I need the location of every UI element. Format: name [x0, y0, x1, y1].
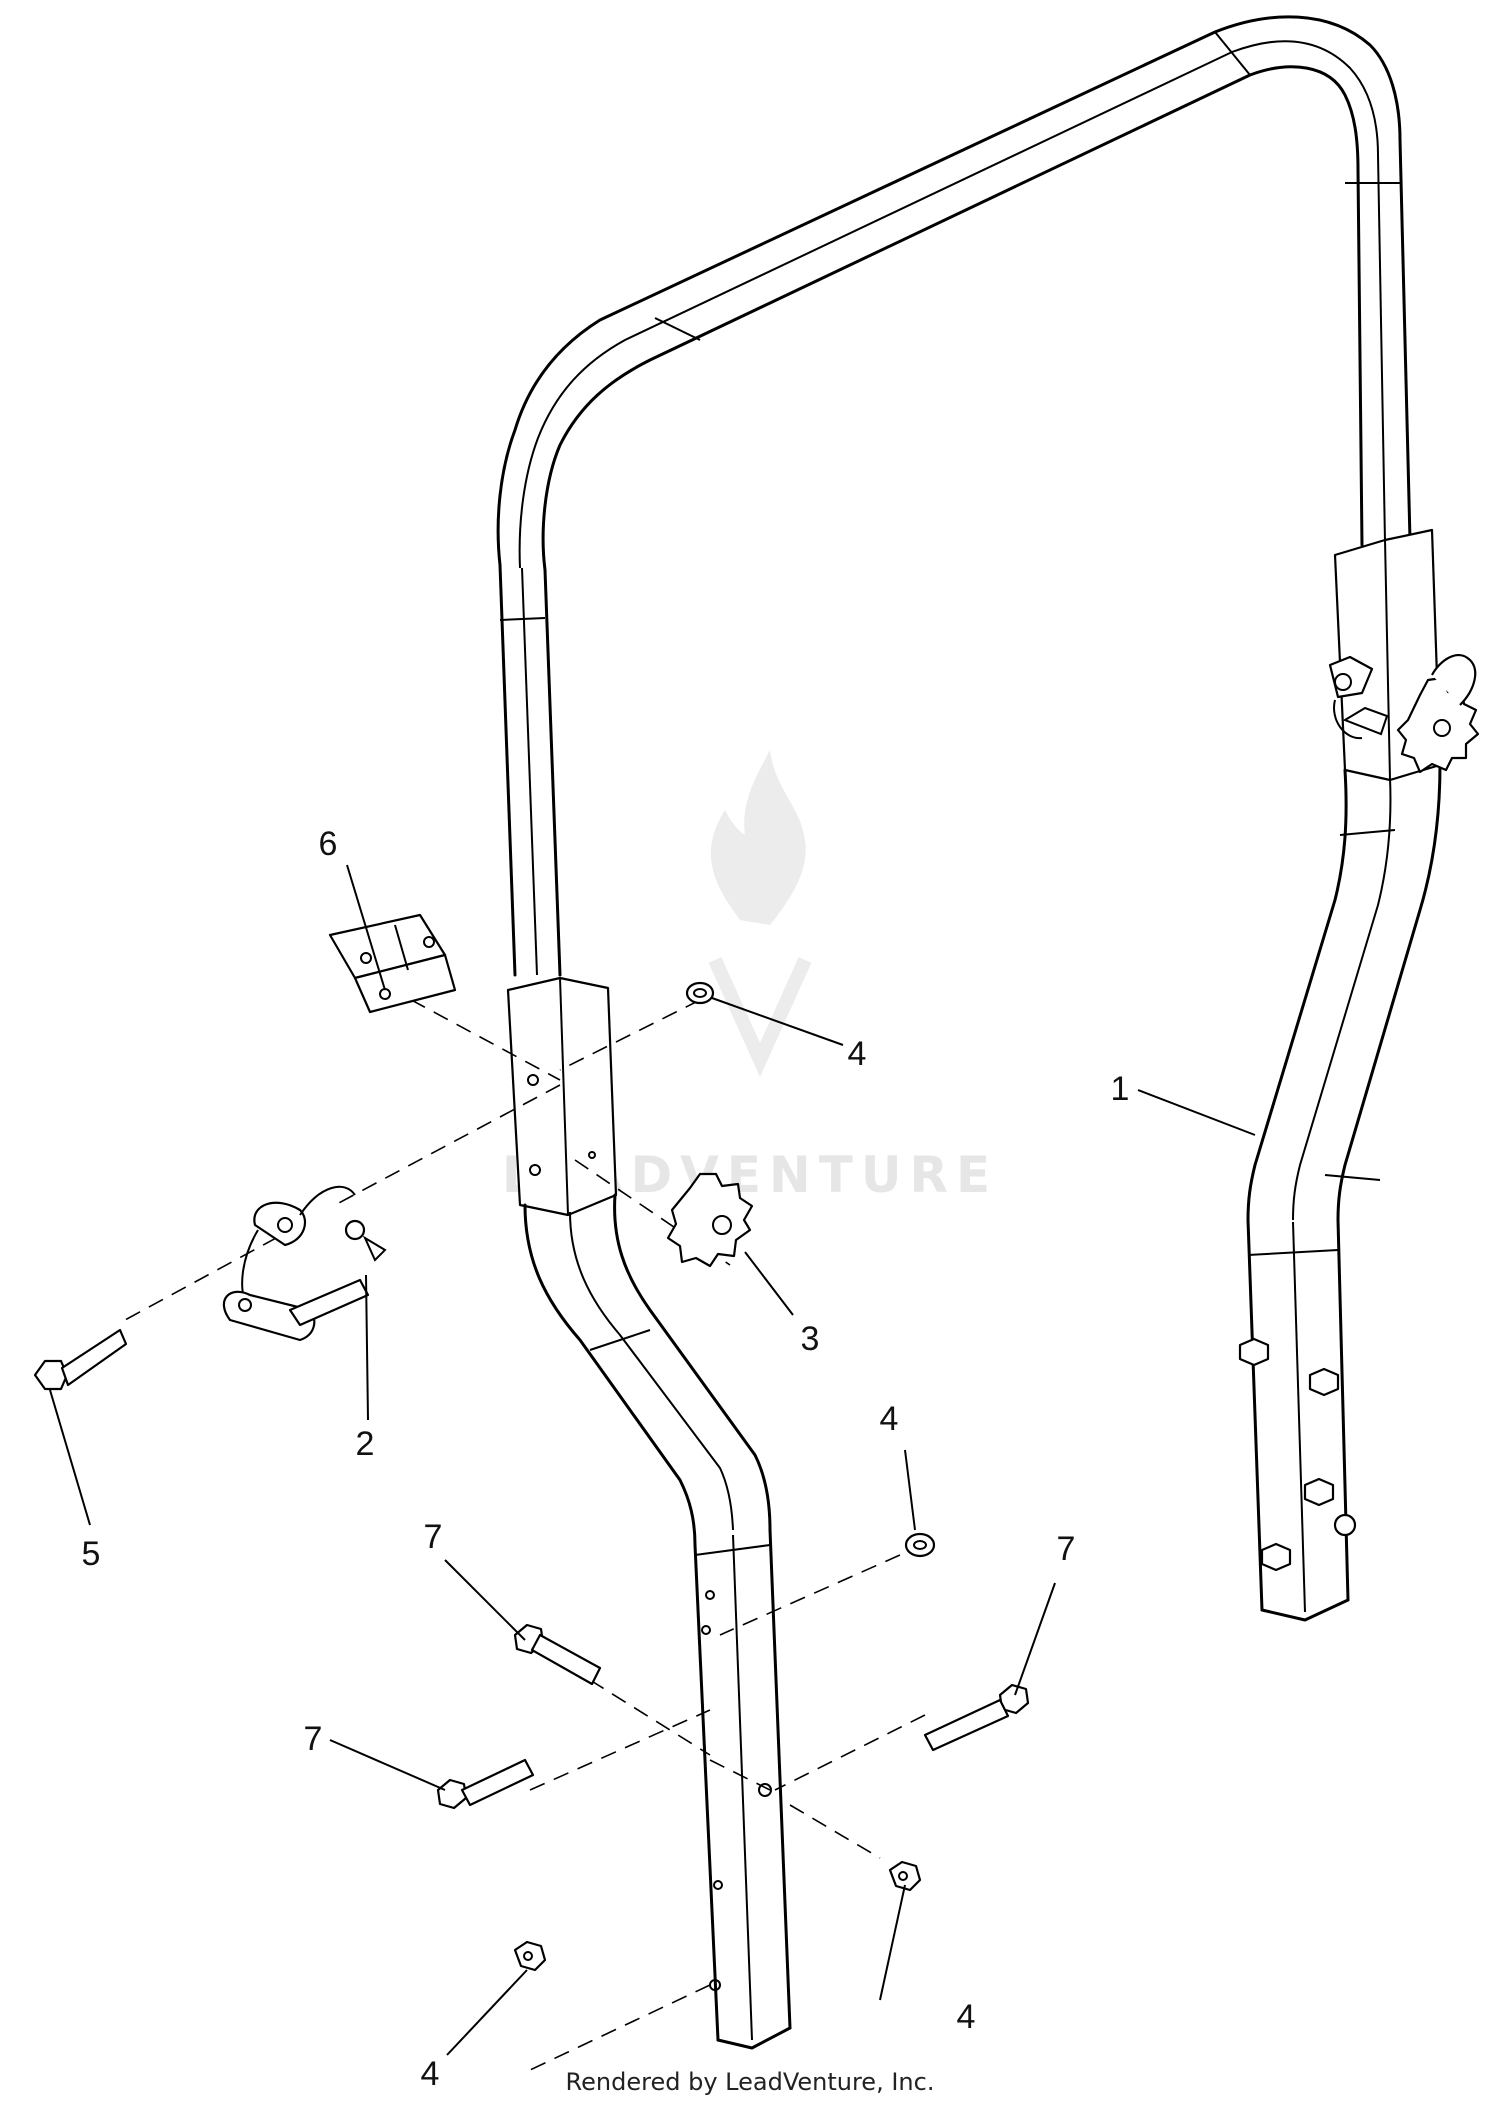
- part-4-nut-lower-right: [888, 1860, 922, 1892]
- roll-bar-frame: [496, 15, 1480, 2050]
- callout-2: 2: [356, 1425, 375, 1463]
- part-4-nut-upper: [685, 981, 715, 1005]
- assembly-centerlines: [124, 944, 926, 2071]
- callout-7-right: 7: [1057, 1530, 1076, 1568]
- part-3-knob: [666, 1172, 754, 1268]
- callout-5: 5: [82, 1535, 101, 1573]
- part-4-nut-bottom-left: [513, 1940, 547, 1972]
- part-6-bracket-plate: [328, 913, 457, 1014]
- callout-1: 1: [1111, 1070, 1130, 1108]
- callout-4-upper: 4: [848, 1035, 867, 1073]
- part-4-nut-middle: [904, 1532, 936, 1558]
- watermark-flame-logo: [710, 750, 806, 925]
- callout-7-lower-left: 7: [304, 1720, 323, 1758]
- callout-3: 3: [801, 1320, 820, 1358]
- callout-7-upper-left: 7: [424, 1518, 443, 1556]
- part-5-bolt: [33, 1328, 128, 1391]
- callout-4-middle: 4: [880, 1400, 899, 1438]
- part-2-lynch-pin-assembly: [222, 1185, 387, 1342]
- callout-4-bottom-left: 4: [421, 2055, 440, 2093]
- callout-labels: 1 2 3 4 4 4 4 5 6 7 7 7: [82, 825, 1130, 2093]
- part-7-bolt-lower-left: [436, 1758, 535, 1810]
- footer-credit: Rendered by LeadVenture, Inc.: [566, 2068, 935, 2096]
- part-7-bolt-right: [923, 1683, 1030, 1752]
- leader-lines: [49, 864, 1256, 2056]
- callout-6: 6: [319, 825, 338, 863]
- callout-4-lower-right: 4: [957, 1998, 976, 2036]
- part-7-bolt-upper-left: [513, 1623, 602, 1686]
